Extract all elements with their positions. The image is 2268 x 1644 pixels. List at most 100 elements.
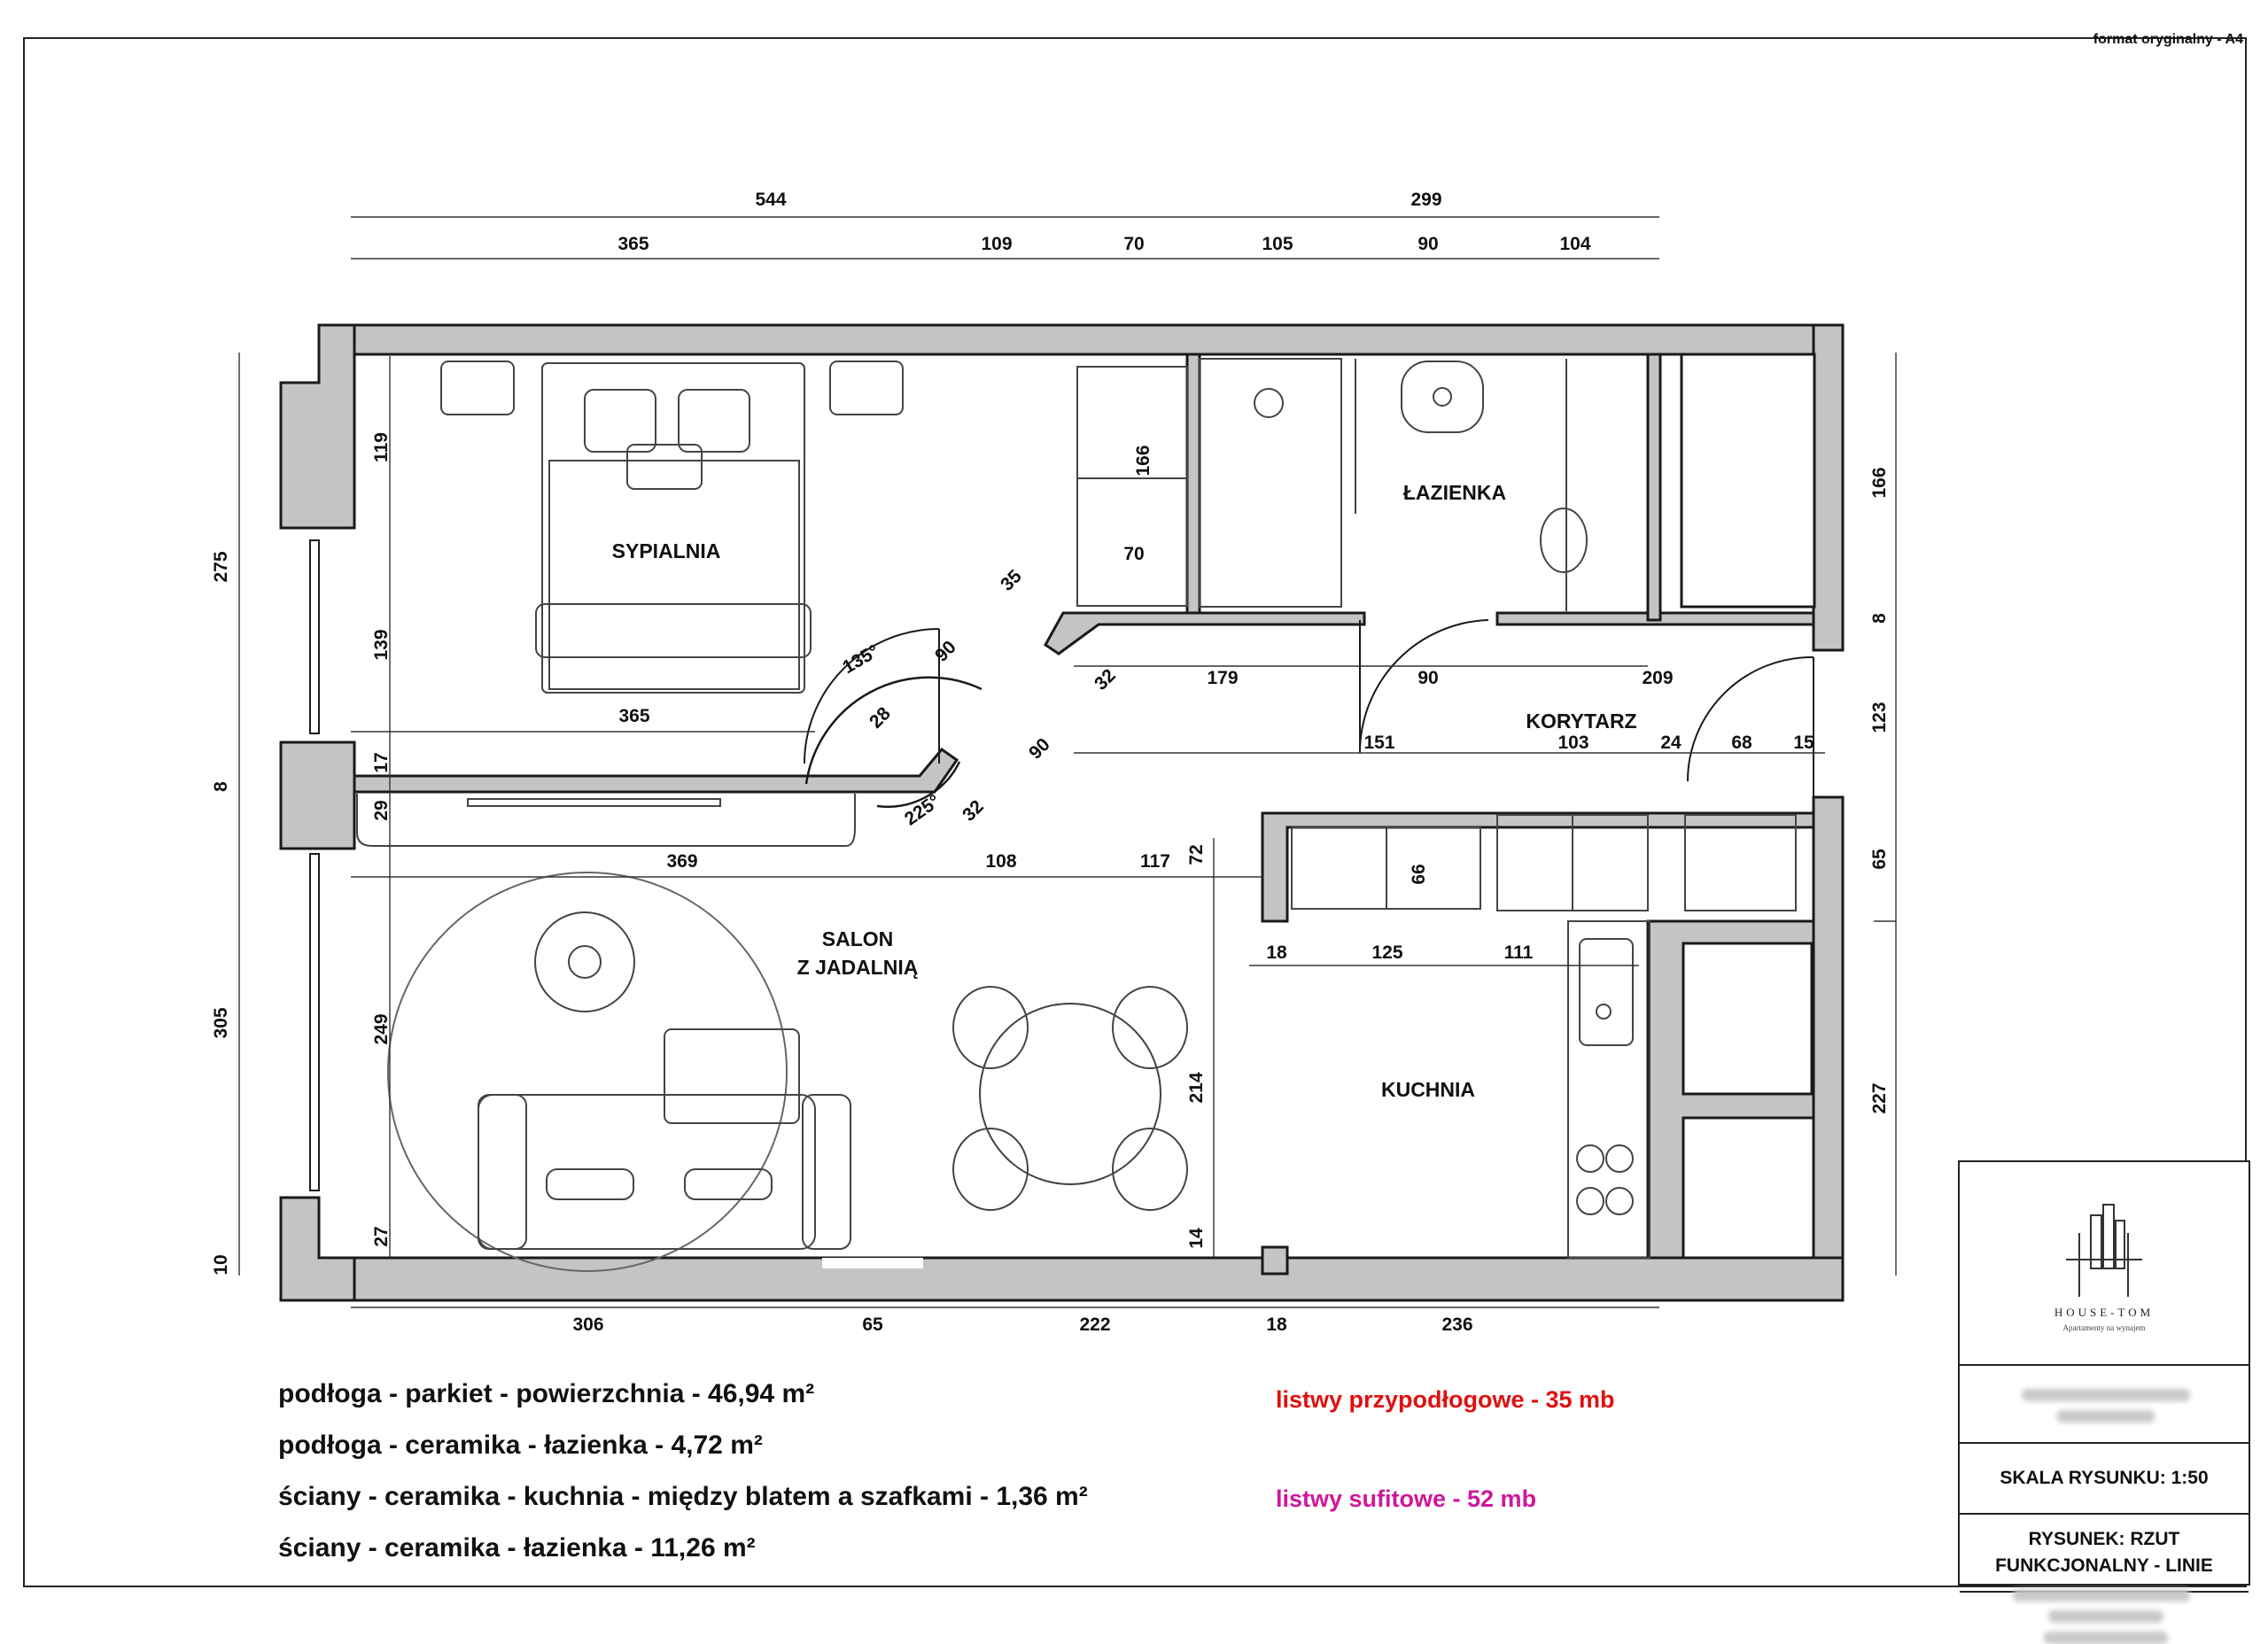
dim-lr-117: 117: [1140, 851, 1170, 872]
wall-partition-bedroom: [353, 747, 959, 794]
title-block-logo-cell: HOUSE-TOM Apartamenty na wynajem: [1960, 1162, 2249, 1366]
dim-in-17: 17: [371, 752, 392, 772]
brand-tagline: Apartamenty na wynajem: [2062, 1323, 2146, 1332]
dim-bot-222: 222: [1079, 1314, 1110, 1335]
dim-k-18: 18: [1266, 942, 1287, 963]
nightstand-left: [440, 361, 515, 415]
dining-chair-2: [1112, 986, 1188, 1069]
wall-kitchen-top: [1261, 811, 1815, 923]
pillow-2: [678, 389, 750, 453]
dim-c-179: 179: [1207, 668, 1238, 688]
drawing-title-line1: RYSUNEK: RZUT: [2028, 1529, 2180, 1549]
format-note: format oryginalny - A4: [2093, 32, 2243, 47]
living-cabinet: [356, 794, 856, 847]
brand-name: HOUSE-TOM: [2054, 1306, 2155, 1319]
dim-k-14: 14: [1186, 1228, 1207, 1249]
molding-legend: listwy przypodłogowe - 35 mb listwy sufi…: [1276, 1374, 1615, 1524]
dim-left-8: 8: [211, 781, 231, 792]
dim-right-8: 8: [1869, 613, 1890, 624]
closet-box: [1680, 353, 1816, 609]
wall-right-lower: [1812, 795, 1845, 1302]
dim-bot-65: 65: [862, 1314, 883, 1335]
dining-chair-3: [952, 1128, 1029, 1211]
dim-door-32b: 32: [959, 796, 988, 826]
tv-console: [467, 798, 721, 807]
coffee-table: [534, 911, 635, 1012]
room-living-line2: Z JADALNIĄ: [797, 956, 919, 979]
dim-c-15: 15: [1793, 733, 1814, 753]
wall-left-top: [279, 323, 356, 530]
dim-right-227: 227: [1869, 1082, 1890, 1113]
washbasin-drain-icon: [1433, 387, 1452, 407]
dim-lr-108: 108: [985, 851, 1016, 872]
washbasin: [1401, 361, 1484, 433]
dim-c-103: 103: [1557, 733, 1588, 753]
sofa-chaise: [664, 1028, 800, 1124]
ceiling-molding-note: listwy sufitowe - 52 mb: [1276, 1485, 1537, 1512]
dim-bot-236: 236: [1441, 1314, 1472, 1335]
shower: [1199, 358, 1342, 608]
dim-top-90: 90: [1418, 234, 1438, 254]
upper-cabinet-3: [1684, 814, 1797, 911]
bed: [541, 362, 805, 694]
room-labels: SYPIALNIA ŁAZIENKA KORYTARZ SALON Z JADA…: [612, 481, 1637, 1101]
wall-corridor-top-left: [1044, 611, 1366, 655]
window-living: [309, 853, 320, 1191]
note-line: ściany - ceramika - kuchnia - między bla…: [278, 1482, 1088, 1511]
dim-top-104: 104: [1559, 234, 1590, 254]
dim-wardrobe-166: 166: [1133, 445, 1153, 476]
angle-arc-225: [876, 761, 961, 809]
house-tom-logo-icon: [2066, 1204, 2142, 1297]
angle-135: 135°: [839, 641, 882, 679]
wall-bottom: [279, 1256, 1845, 1302]
wall-closet-left: [1646, 353, 1662, 622]
dim-bot-18: 18: [1266, 1314, 1287, 1335]
dim-c-68: 68: [1731, 733, 1752, 753]
wall-right-upper: [1812, 323, 1845, 652]
dim-top-544: 544: [755, 190, 786, 210]
wall-left-mid: [279, 741, 356, 850]
dim-in-119: 119: [371, 432, 392, 462]
walls: [279, 323, 1845, 1302]
dim-k-66: 66: [1409, 864, 1429, 884]
dim-door-90a: 90: [931, 637, 960, 666]
dim-door-28: 28: [866, 703, 895, 733]
sheet-frame: [23, 37, 2247, 1587]
rug: [387, 872, 788, 1272]
dim-k-72: 72: [1186, 844, 1207, 865]
dining-chair-4: [1112, 1128, 1188, 1211]
dim-c-24: 24: [1660, 733, 1682, 753]
note-line: podłoga - ceramika - łazienka - 4,72 m²: [278, 1431, 763, 1460]
dim-top-109: 109: [981, 234, 1012, 254]
kitchen-counter: [1567, 920, 1651, 1259]
pantry-box: [1682, 942, 1814, 1096]
dim-left-10: 10: [211, 1254, 231, 1275]
room-bedroom: SYPIALNIA: [612, 539, 721, 562]
angle-markers: [804, 676, 983, 809]
door-bath-swing: [1359, 619, 1489, 754]
hob-burner-icon: [1605, 1144, 1634, 1173]
sofa-cushion-1: [546, 1168, 634, 1200]
dim-top-365: 365: [617, 234, 649, 254]
dim-bed-365: 365: [618, 706, 649, 726]
sink: [1579, 938, 1634, 1046]
sofa: [478, 1094, 816, 1250]
dim-c-90: 90: [1418, 668, 1438, 688]
dim-in-249: 249: [371, 1013, 392, 1044]
door-entry-swing: [1687, 655, 1814, 782]
room-corridor: KORYTARZ: [1526, 710, 1636, 733]
pillow-1: [584, 389, 656, 453]
dim-k-111: 111: [1504, 942, 1534, 963]
dim-c-209: 209: [1642, 668, 1673, 688]
bed-mattress: [548, 460, 800, 690]
sofa-cushion-2: [684, 1168, 773, 1200]
wardrobe: [1076, 366, 1188, 607]
doors: [804, 619, 1814, 797]
drawing-title-line2: FUNKCJONALNY - LINIE: [1995, 1555, 2213, 1576]
wall-kitchen-stub: [1261, 1245, 1289, 1276]
angle-225: 225°: [901, 791, 944, 830]
dining-table: [979, 1003, 1161, 1185]
title-block: HOUSE-TOM Apartamenty na wynajem SKALA R…: [1958, 1160, 2250, 1644]
note-line: podłoga - parkiet - powierzchnia - 46,94…: [278, 1379, 815, 1408]
dim-k-214: 214: [1186, 1072, 1207, 1103]
